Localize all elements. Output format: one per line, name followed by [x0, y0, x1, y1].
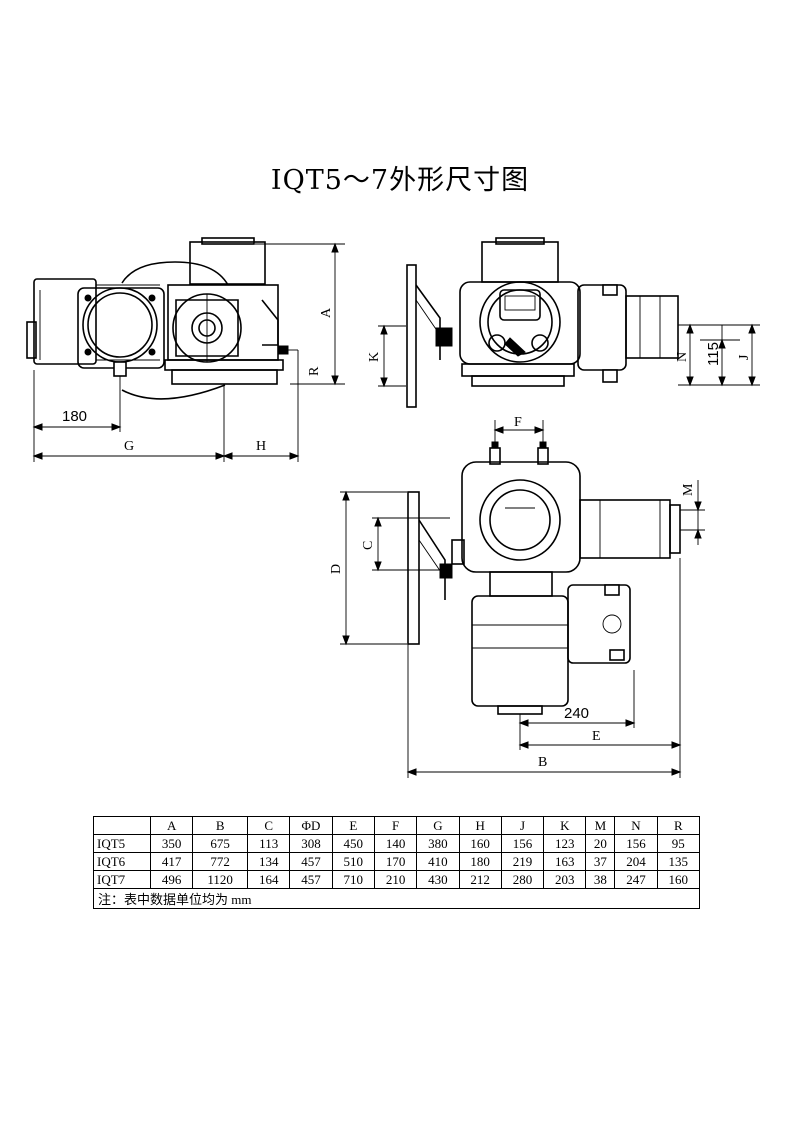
table-cell: 210 [373, 870, 418, 889]
table-cell: 163 [543, 852, 587, 871]
table-cell: 156 [500, 834, 545, 853]
dim-label-c: C [361, 541, 376, 550]
table-cell: 164 [247, 870, 291, 889]
table-cell: 38 [585, 870, 616, 889]
table-cell: 675 [192, 834, 249, 853]
table-cell: 496 [149, 870, 194, 889]
table-cell: 156 [614, 834, 658, 853]
table-cell: 380 [416, 834, 460, 853]
table-header-cell: F [373, 816, 418, 835]
dim-label-d: D [329, 564, 344, 574]
table-cell: 37 [585, 852, 616, 871]
table-header-cell: E [331, 816, 375, 835]
table-cell: 247 [614, 870, 658, 889]
table-header-cell: H [458, 816, 502, 835]
table-cell: 212 [458, 870, 502, 889]
table-cell: 510 [331, 852, 375, 871]
table-header-cell: K [543, 816, 587, 835]
table-cell: 20 [585, 834, 616, 853]
table-cell: 450 [331, 834, 375, 853]
table-cell: 457 [289, 870, 333, 889]
table-cell: 160 [656, 870, 701, 889]
table-header-cell: R [656, 816, 701, 835]
dim-label-e: E [592, 729, 601, 744]
table-cell: 410 [416, 852, 460, 871]
dim-label-k: K [367, 352, 382, 362]
plan-view [340, 420, 705, 778]
dim-label-g: G [124, 439, 134, 454]
dimension-table: A B C ΦD E F G H J K M N R IQT5 350 675 … [93, 816, 701, 909]
table-header-cell: C [247, 816, 291, 835]
dim-value-115: 115 [705, 342, 722, 366]
table-row: IQT7 496 1120 164 457 710 210 430 212 28… [93, 870, 701, 889]
table-header-row: A B C ΦD E F G H J K M N R [93, 816, 701, 835]
table-note: 注：表中数据单位均为 mm [93, 888, 700, 909]
table-cell: 308 [289, 834, 333, 853]
dim-label-h: H [256, 439, 266, 454]
table-cell: IQT6 [93, 852, 151, 871]
table-header-cell: B [192, 816, 249, 835]
table-cell: 457 [289, 852, 333, 871]
table-row: IQT6 417 772 134 457 510 170 410 180 219… [93, 852, 701, 871]
table-note-row: 注：表中数据单位均为 mm [93, 888, 700, 909]
dim-label-f: F [514, 415, 522, 430]
table-cell: IQT5 [93, 834, 151, 853]
right-view [378, 237, 760, 408]
table-cell: 170 [373, 852, 418, 871]
table-cell: 203 [543, 870, 587, 889]
table-cell: 140 [373, 834, 418, 853]
left-view [26, 237, 345, 462]
table-header-cell: A [149, 816, 194, 835]
dim-label-j: J [737, 354, 752, 360]
table-cell: 710 [331, 870, 375, 889]
dimension-drawing: A R 180 G H K N 115 J F M C D 240 E B [26, 237, 760, 778]
dim-label-r: R [307, 366, 322, 376]
table-header-cell: M [585, 816, 616, 835]
table-cell: 350 [149, 834, 194, 853]
table-header-cell: G [416, 816, 460, 835]
table-cell: 1120 [192, 870, 249, 889]
table-cell: 430 [416, 870, 460, 889]
table-cell: 204 [614, 852, 658, 871]
table-cell: 134 [247, 852, 291, 871]
table-cell: IQT7 [93, 870, 151, 889]
table-cell: 123 [543, 834, 587, 853]
table-header-cell: J [500, 816, 545, 835]
table-cell: 772 [192, 852, 249, 871]
table-header-cell: N [614, 816, 658, 835]
page-title: IQT5～7外形尺寸图 [270, 165, 530, 196]
dim-label-b: B [538, 755, 547, 770]
dim-value-240: 240 [564, 705, 589, 722]
table-header-cell [93, 816, 151, 835]
dim-value-180: 180 [62, 408, 87, 425]
table-cell: 417 [149, 852, 194, 871]
table-header-cell: ΦD [289, 816, 333, 835]
table-cell: 135 [656, 852, 701, 871]
table-cell: 160 [458, 834, 502, 853]
table-cell: 113 [247, 834, 291, 853]
table-cell: 95 [656, 834, 701, 853]
table-row: IQT5 350 675 113 308 450 140 380 160 156… [93, 834, 701, 853]
dim-label-n: N [675, 352, 690, 362]
dim-label-a: A [319, 307, 334, 318]
table-cell: 219 [500, 852, 545, 871]
table-cell: 280 [500, 870, 545, 889]
dim-label-m: M [681, 483, 696, 496]
table-cell: 180 [458, 852, 502, 871]
